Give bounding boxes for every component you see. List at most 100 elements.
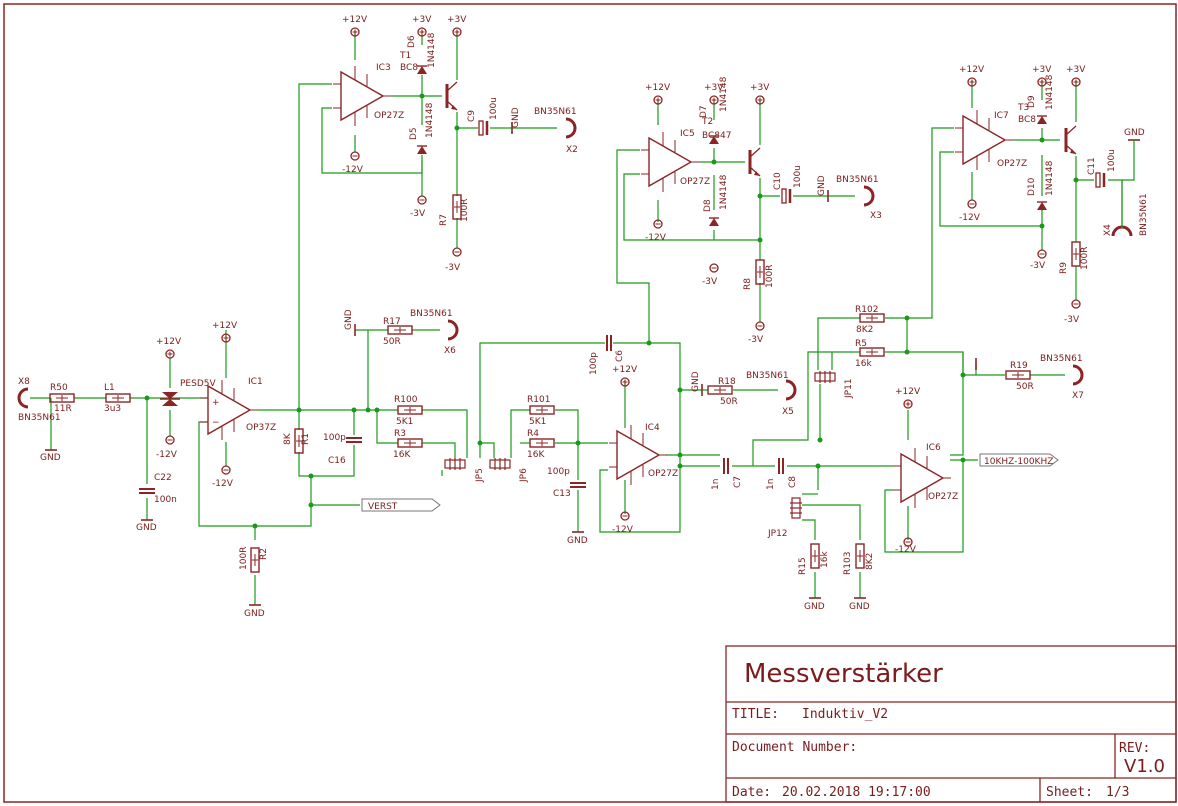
svg-text:D9: D9 <box>1027 95 1037 108</box>
svg-text:X3: X3 <box>870 211 882 221</box>
svg-text:100u: 100u <box>489 97 499 120</box>
svg-text:+12V: +12V <box>895 387 921 397</box>
svg-text:3u3: 3u3 <box>104 404 121 414</box>
svg-text:100n: 100n <box>154 495 177 505</box>
svg-text:1N4148: 1N4148 <box>719 76 729 112</box>
title-label: TITLE: <box>732 707 779 722</box>
opamp-ic1: IC1 OP37Z +− <box>199 377 276 441</box>
svg-text:+: + <box>212 398 220 408</box>
opamp-ic3: IC3 OP27Z <box>332 63 404 127</box>
svg-text:R5: R5 <box>855 339 867 349</box>
svg-text:-3V: -3V <box>748 335 764 345</box>
svg-text:BN35N61: BN35N61 <box>1040 354 1083 364</box>
svg-text:R2: R2 <box>259 548 269 560</box>
svg-text:+3V: +3V <box>412 15 432 25</box>
svg-text:JP12: JP12 <box>767 529 788 539</box>
svg-text:PESD5V: PESD5V <box>180 379 216 389</box>
resistor-r50: R50 11R <box>49 383 75 414</box>
date-value: 20.02.2018 19:17:00 <box>782 785 931 800</box>
svg-text:C13: C13 <box>553 489 571 499</box>
svg-text:+12V: +12V <box>156 337 182 347</box>
svg-text:16K: 16K <box>527 450 545 460</box>
svg-text:50R: 50R <box>720 397 738 407</box>
svg-text:GND: GND <box>817 175 827 196</box>
svg-text:IC4: IC4 <box>645 423 660 433</box>
svg-text:C7: C7 <box>733 476 743 488</box>
svg-text:IC5: IC5 <box>680 129 695 139</box>
svg-text:C11: C11 <box>1087 157 1097 175</box>
svg-text:R101: R101 <box>527 395 550 405</box>
svg-text:+12V: +12V <box>612 365 638 375</box>
net-label-verst: VERST <box>361 498 441 512</box>
svg-text:BC8: BC8 <box>400 63 418 73</box>
jumper-jp12: JP12 <box>767 497 803 539</box>
svg-text:D5: D5 <box>409 127 419 140</box>
svg-text:OP27Z: OP27Z <box>374 111 404 121</box>
svg-text:100p: 100p <box>547 467 570 477</box>
svg-text:+3V: +3V <box>1032 65 1052 75</box>
svg-text:16k: 16k <box>820 551 830 568</box>
svg-text:X8: X8 <box>18 377 30 387</box>
svg-text:X5: X5 <box>782 407 794 417</box>
svg-text:-12V: -12V <box>342 165 364 175</box>
svg-text:-3V: -3V <box>702 277 718 287</box>
svg-text:BN35N61: BN35N61 <box>1139 193 1149 236</box>
svg-text:R50: R50 <box>50 383 68 393</box>
svg-text:IC1: IC1 <box>248 377 263 387</box>
svg-text:R103: R103 <box>843 552 853 575</box>
svg-text:-3V: -3V <box>1064 315 1080 325</box>
svg-text:1N4148: 1N4148 <box>427 32 437 68</box>
resistor-r102: R102 8K2 <box>855 305 885 335</box>
svg-text:BN35N61: BN35N61 <box>746 371 789 381</box>
junctions <box>144 93 1079 529</box>
svg-text:R1: R1 <box>301 433 311 445</box>
svg-text:R8: R8 <box>743 278 753 290</box>
opamp-ic5: IC5 OP27Z <box>640 129 710 193</box>
svg-text:+3V: +3V <box>704 83 724 93</box>
svg-text:JP5: JP5 <box>475 468 485 483</box>
svg-text:R18: R18 <box>718 377 736 387</box>
document-number-label: Document Number: <box>732 740 857 755</box>
svg-text:-12V: -12V <box>895 545 917 555</box>
svg-text:11R: 11R <box>54 404 72 414</box>
resistor-r103: R103 8K2 <box>843 543 875 575</box>
svg-text:1N4148: 1N4148 <box>425 102 435 138</box>
svg-text:100R: 100R <box>460 199 470 222</box>
svg-text:C8: C8 <box>788 476 798 488</box>
svg-text:16k: 16k <box>855 359 872 369</box>
svg-text:C10: C10 <box>773 172 783 190</box>
svg-text:-12V: -12V <box>645 233 667 243</box>
connector-x4: X4 BN35N61 <box>1103 193 1149 238</box>
svg-text:GND: GND <box>136 523 157 533</box>
svg-text:R3: R3 <box>394 429 406 439</box>
svg-text:D10: D10 <box>1027 177 1037 196</box>
revision-value: V1.0 <box>1124 756 1165 777</box>
svg-text:GND: GND <box>1124 128 1145 138</box>
jumper-jp6: JP6 <box>489 457 529 483</box>
svg-text:+12V: +12V <box>342 15 368 25</box>
svg-text:-12V: -12V <box>612 525 634 535</box>
svg-text:T1: T1 <box>399 51 411 61</box>
svg-text:IC6: IC6 <box>926 443 941 453</box>
svg-text:R102: R102 <box>855 305 878 315</box>
svg-text:OP37Z: OP37Z <box>246 423 276 433</box>
svg-text:-12V: -12V <box>959 213 981 223</box>
svg-text:8K2: 8K2 <box>865 553 875 570</box>
svg-text:+3V: +3V <box>447 15 467 25</box>
svg-text:8K2: 8K2 <box>856 325 873 335</box>
svg-text:OP27Z: OP27Z <box>928 492 958 502</box>
